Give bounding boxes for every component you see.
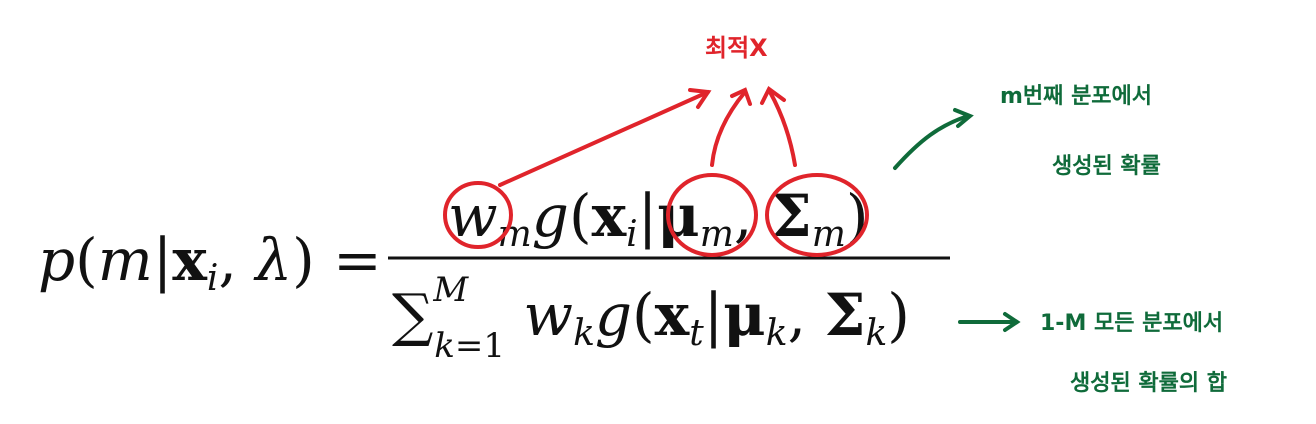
annotation-top-red: 최적X [705, 34, 768, 62]
annotation-right-top-line2: 생성된 확률 [1052, 154, 1161, 179]
annotation-right-bottom-line2: 생성된 확률의 합 [1070, 371, 1227, 396]
annotation-right-bottom-line1: 1-M 모든 분포에서 [1040, 311, 1224, 336]
formula-numerator: wmg(xi|μm, Σm) [448, 182, 869, 255]
formula-lhs: p(m|xi, λ) = [38, 226, 382, 299]
annotation-right-top-line1: m번째 분포에서 [1000, 84, 1153, 109]
